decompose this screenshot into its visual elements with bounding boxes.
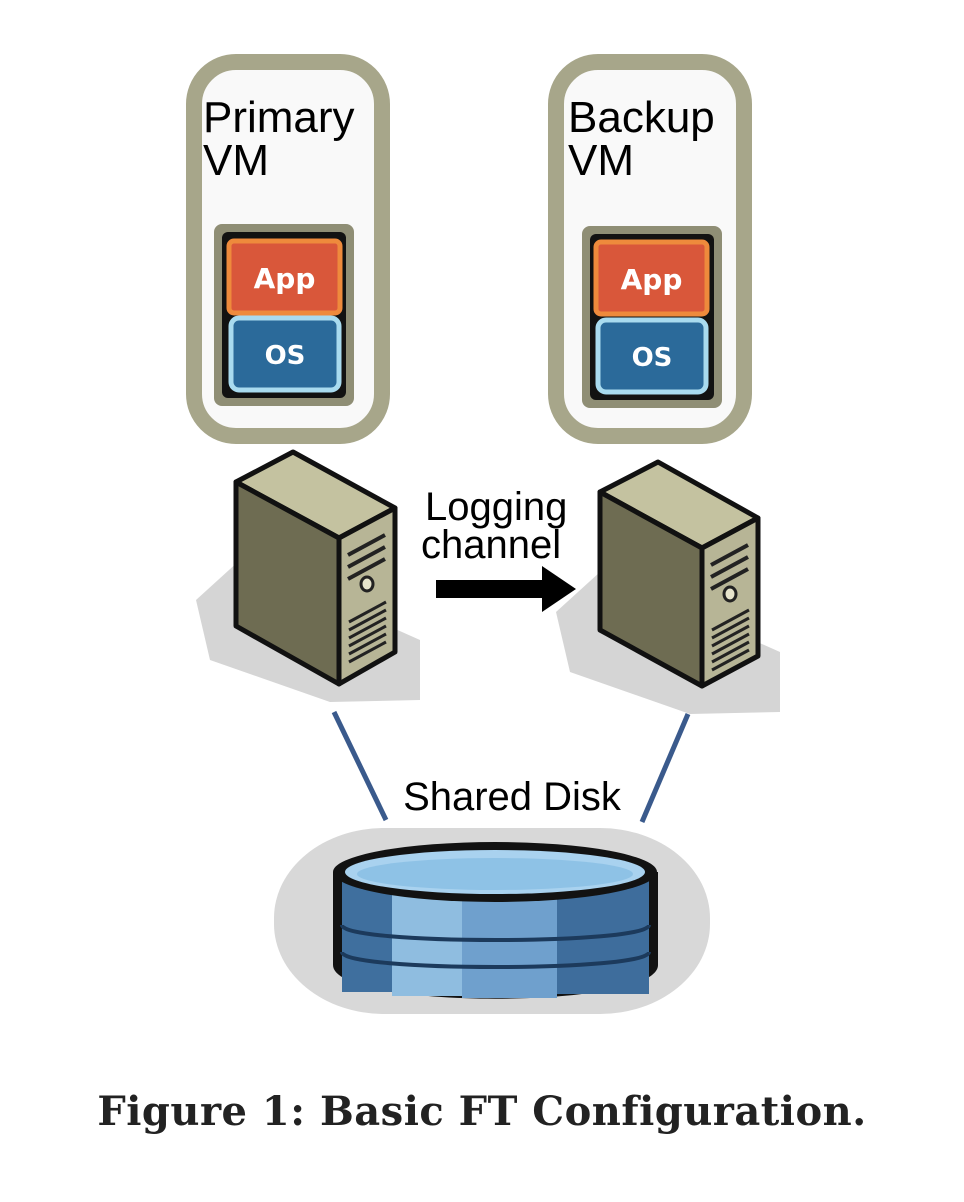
backup-server-icon	[556, 459, 780, 714]
shared-disk-label: Shared Disk	[403, 775, 622, 819]
primary-app-block	[226, 238, 343, 316]
figure-caption: Figure 1: Basic FT Configuration.	[97, 1088, 867, 1135]
primary-vm-stack: App OS	[214, 224, 354, 406]
logging-channel-label-line1: Logging	[425, 485, 567, 529]
primary-vm-title-line1: Primary	[203, 93, 355, 142]
primary-app-label: App	[254, 262, 316, 295]
logging-channel-arrow	[436, 566, 576, 612]
primary-vm-title-line2: VM	[203, 136, 269, 185]
backup-app-label: App	[621, 263, 683, 296]
backup-vm-stack: App OS	[582, 226, 722, 408]
backup-app-block	[593, 239, 710, 317]
primary-vm: Primary VM App OS	[186, 54, 390, 444]
primary-os-block	[228, 315, 342, 393]
primary-os-label: OS	[265, 341, 306, 371]
backup-disk-link	[639, 713, 691, 823]
backup-vm-title-line2: VM	[568, 136, 634, 185]
backup-os-block	[595, 317, 709, 395]
backup-os-label: OS	[632, 343, 673, 373]
primary-server-icon	[196, 449, 420, 702]
backup-vm: Backup VM App OS	[548, 54, 752, 444]
primary-disk-link	[331, 710, 389, 822]
shared-disk-icon	[274, 828, 710, 1014]
logging-channel-label-line2: channel	[421, 523, 561, 567]
backup-vm-title-line1: Backup	[568, 93, 715, 142]
logging-channel: Logging channel	[421, 485, 576, 612]
